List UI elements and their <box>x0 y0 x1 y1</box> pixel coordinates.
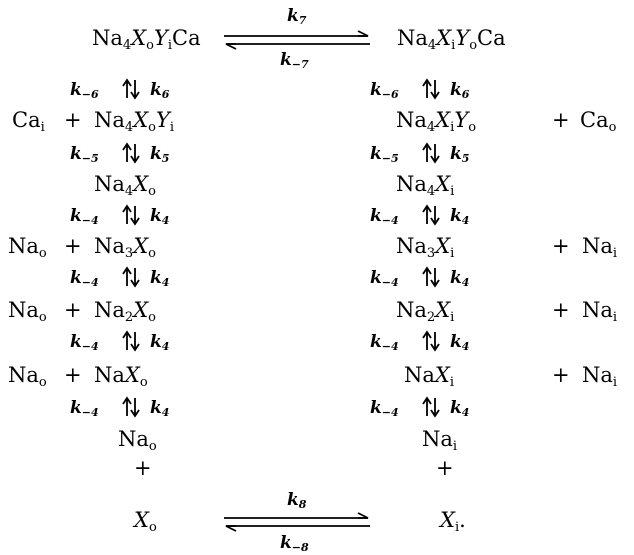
rate-k-5-left: k−5 <box>70 144 99 165</box>
species-na3-xo: Na3Xo <box>94 234 156 261</box>
rate-k4-left-4: k4 <box>150 398 170 419</box>
species-ca-i: Cai <box>12 108 45 135</box>
species-na-i-2: Nai <box>582 298 618 325</box>
species-na2-xo: Na2Xo <box>94 298 156 325</box>
rate-k-4-left-4: k−4 <box>70 398 99 419</box>
rate-k8: k8 <box>287 490 307 511</box>
species-na-o-3: Nao <box>8 363 47 390</box>
plus-sign: + <box>552 298 570 322</box>
plus-sign: + <box>436 456 454 480</box>
updown-arrow-left-5 <box>122 330 140 352</box>
species-na4-xo: Na4Xo <box>94 172 156 199</box>
species-x-o: Xo <box>134 508 157 535</box>
plus-sign: + <box>64 363 82 387</box>
plus-sign: + <box>64 108 82 132</box>
rate-k-4-left-2: k−4 <box>70 268 99 289</box>
plus-sign: + <box>552 363 570 387</box>
rate-k4-left-3: k4 <box>150 332 170 353</box>
species-na-o-4: Nao <box>118 427 157 454</box>
species-ca-o: Cao <box>580 108 617 135</box>
species-na-xi: NaXi <box>404 363 455 390</box>
updown-arrow-left-6 <box>122 396 140 418</box>
updown-arrow-right-6 <box>422 396 440 418</box>
rate-k7: k7 <box>287 6 307 27</box>
species-x-i: Xi. <box>440 508 466 535</box>
plus-sign: + <box>64 298 82 322</box>
rate-k-7: k−7 <box>280 50 309 71</box>
rate-k6-right: k6 <box>450 80 470 101</box>
equilibrium-arrows-top <box>224 30 370 50</box>
species-na4-xo-yi: Na4XoYi <box>94 108 175 135</box>
species-na-i-1: Nai <box>582 234 618 261</box>
updown-arrow-left-1 <box>122 78 140 100</box>
rate-k4-right-1: k4 <box>450 206 470 227</box>
updown-arrow-right-3 <box>422 204 440 226</box>
rate-k4-left-1: k4 <box>150 206 170 227</box>
rate-k5-left: k5 <box>150 144 170 165</box>
rate-k-5-right: k−5 <box>370 144 399 165</box>
updown-arrow-right-2 <box>422 142 440 164</box>
species-na4-xo-yi-ca: Na4XoYiCa <box>92 26 201 53</box>
updown-arrow-left-2 <box>122 142 140 164</box>
updown-arrow-right-5 <box>422 330 440 352</box>
rate-k-4-right-1: k−4 <box>370 206 399 227</box>
rate-k-4-left-3: k−4 <box>70 332 99 353</box>
updown-arrow-left-3 <box>122 204 140 226</box>
species-na2-xi: Na2Xi <box>396 298 455 325</box>
rate-k4-right-2: k4 <box>450 268 470 289</box>
rate-k6-left: k6 <box>150 80 170 101</box>
species-na-i-4: Nai <box>422 427 458 454</box>
species-na3-xi: Na3Xi <box>396 234 455 261</box>
updown-arrow-right-4 <box>422 266 440 288</box>
rate-k5-right: k5 <box>450 144 470 165</box>
rate-k4-right-3: k4 <box>450 332 470 353</box>
plus-sign: + <box>552 234 570 258</box>
species-na-o-2: Nao <box>8 298 47 325</box>
rate-k4-right-4: k4 <box>450 398 470 419</box>
updown-arrow-left-4 <box>122 266 140 288</box>
rate-k-4-right-3: k−4 <box>370 332 399 353</box>
rate-k-8: k−8 <box>280 533 309 554</box>
species-na-i-3: Nai <box>582 363 618 390</box>
species-na4-xi-yo: Na4XiYo <box>396 108 477 135</box>
rate-k-4-left-1: k−4 <box>70 206 99 227</box>
plus-sign: + <box>134 456 152 480</box>
species-na4-xi-yo-ca: Na4XiYoCa <box>397 26 506 53</box>
species-na4-xi: Na4Xi <box>396 172 455 199</box>
updown-arrow-right-1 <box>422 78 440 100</box>
species-na-o-1: Nao <box>8 234 47 261</box>
plus-sign: + <box>64 234 82 258</box>
rate-k-4-right-4: k−4 <box>370 398 399 419</box>
rate-k-4-right-2: k−4 <box>370 268 399 289</box>
species-na-xo: NaXo <box>94 363 148 390</box>
plus-sign: + <box>552 108 570 132</box>
rate-k-6-right: k−6 <box>370 80 399 101</box>
rate-k4-left-2: k4 <box>150 268 170 289</box>
rate-k-6-left: k−6 <box>70 80 99 101</box>
equilibrium-arrows-bottom <box>224 512 370 532</box>
